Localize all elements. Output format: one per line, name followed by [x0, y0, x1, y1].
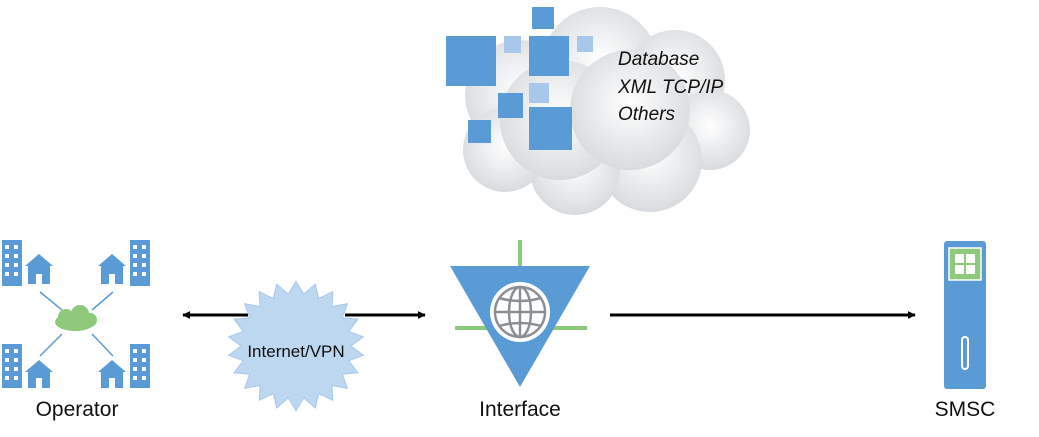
- globe-icon: [493, 285, 547, 339]
- globe-triangle-icon: [450, 240, 590, 387]
- interface-label: Interface: [479, 398, 561, 421]
- city-network-icon: [2, 240, 150, 388]
- data-cloud-icon: [446, 7, 750, 215]
- internet-label: Internet/VPN: [247, 342, 345, 361]
- protocol-item: Database: [618, 49, 700, 70]
- data-block-squares: [446, 7, 593, 150]
- small-cloud-icon: [55, 305, 97, 331]
- smsc-label: SMSC: [934, 398, 996, 421]
- operator-label: Operator: [35, 398, 119, 421]
- protocol-list: Database XML TCP/IP Others: [618, 46, 723, 129]
- starburst-cloud-icon: [227, 280, 365, 412]
- server-tower-icon: [944, 241, 986, 389]
- protocol-item: XML TCP/IP: [618, 76, 724, 98]
- protocol-item: Others: [618, 104, 676, 125]
